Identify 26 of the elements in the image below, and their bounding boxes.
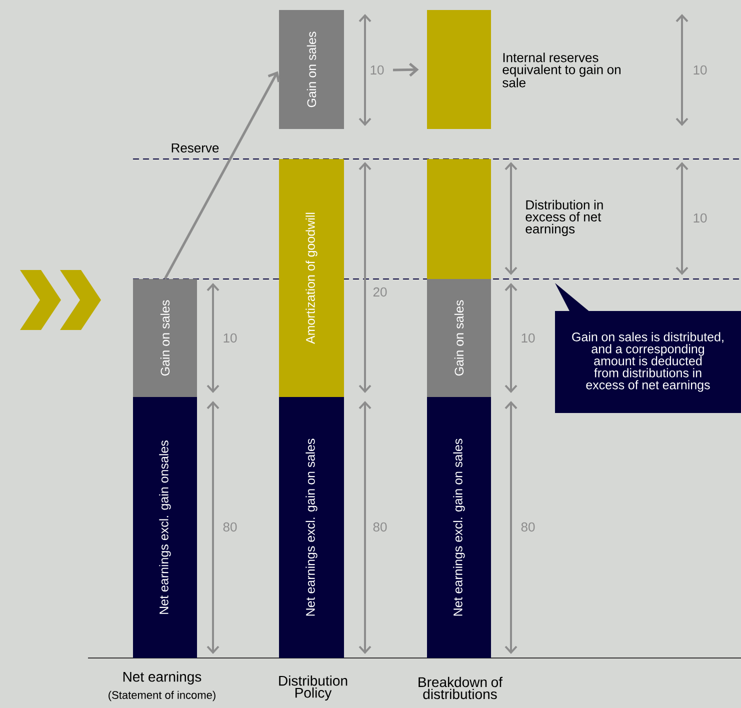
column-caption: Breakdown of distributions	[418, 676, 503, 700]
process-bar: Amortization of goodwill	[279, 158, 344, 397]
process-bar: Net earnings excl. gain on sales	[427, 396, 491, 658]
dimension-value: 80	[373, 522, 387, 532]
note-text: Distribution in excess of net earnings	[526, 200, 603, 236]
process-bar: Net earnings excl. gain onsales	[133, 396, 197, 658]
callout-box: Gain on sales is distributed, and a corresponding amount is deducted from distributions in excess of net earnings	[555, 282, 741, 413]
dimension-value: 10	[522, 333, 535, 343]
dimension-value: 80	[521, 522, 535, 532]
column-caption: Distribution Policy	[279, 675, 348, 700]
dimension-value: 80	[223, 522, 237, 532]
process-bar: Gain on sales	[279, 10, 344, 129]
dimension-value: 10	[370, 65, 384, 75]
edge-label: Reserve	[172, 143, 219, 153]
arrow	[164, 71, 280, 280]
dimension-value: 10	[694, 213, 707, 223]
note-text: Internal reserves equivalent to gain on sale	[502, 52, 620, 88]
dimension-value: 20	[373, 287, 387, 297]
column-caption: (Statement of income)	[108, 690, 216, 702]
dimension-value: 10	[224, 333, 237, 343]
column-caption: Net earnings	[123, 671, 202, 684]
dimension-value: 10	[694, 65, 707, 75]
arrow	[392, 62, 419, 77]
process-bar: Gain on sales	[427, 278, 491, 397]
process-bar: Gain on sales	[133, 278, 197, 397]
process-bar: Net earnings excl. gain on sales	[279, 396, 344, 658]
